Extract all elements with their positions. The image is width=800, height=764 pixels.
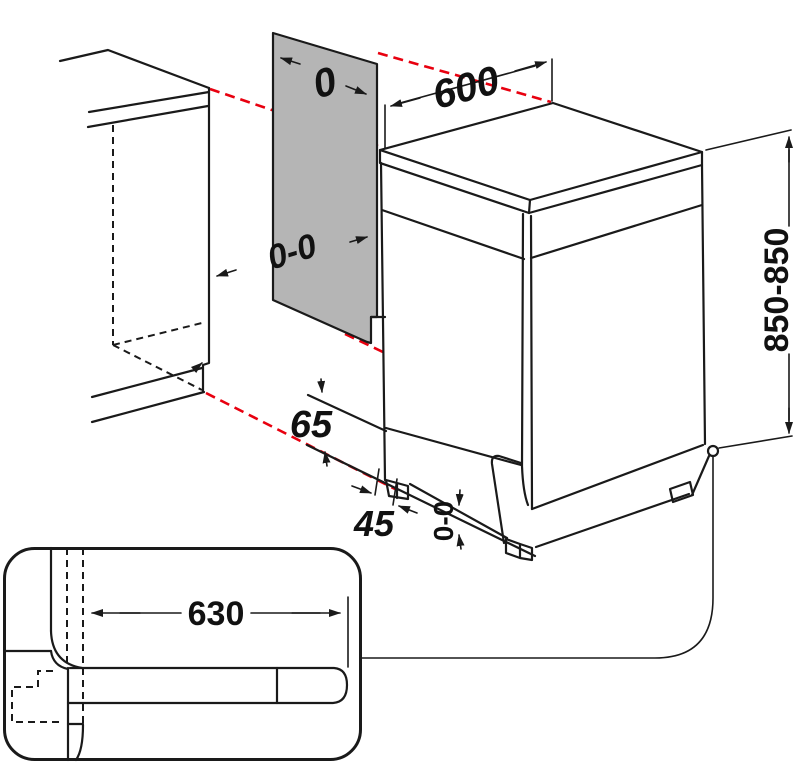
dim-label-width: 600 xyxy=(428,58,504,118)
drain-hose-path xyxy=(361,455,714,659)
plinth-top-line xyxy=(306,393,388,433)
alignment-line-plinth xyxy=(344,332,384,354)
dim-label-feet: 0-0 xyxy=(428,501,459,541)
dim-label-height: 850-850 xyxy=(758,228,796,353)
dishwasher-slab-corner xyxy=(527,198,532,215)
inset-hidden-step-outline xyxy=(11,670,64,723)
drain-hose xyxy=(361,455,714,659)
cabinet-niche xyxy=(58,48,237,424)
plinth-arrow-bottom-icon xyxy=(322,451,331,467)
gap-top-arrow-left-icon xyxy=(280,57,301,66)
toekick-arrow-right-icon xyxy=(398,505,418,514)
inset-hose-bend-outer xyxy=(49,629,84,670)
alignment-line-top-right xyxy=(377,51,552,104)
width-dim-line xyxy=(399,65,536,104)
hose-outlet-point-icon xyxy=(706,444,720,458)
inset-hose-channel xyxy=(66,666,349,705)
height-ext-top xyxy=(705,129,792,151)
dimension-feet: 0-0 xyxy=(428,489,465,550)
counter-plinth-line xyxy=(90,366,204,399)
side-panel-face xyxy=(271,31,379,345)
toekick-arrow-left-icon xyxy=(351,485,372,494)
plan-inset: 630 xyxy=(2,546,362,762)
niche-leader-arrow-icon xyxy=(216,268,237,277)
front-feet xyxy=(504,537,534,562)
front-corner-edge xyxy=(529,214,534,511)
counter-top-edges xyxy=(58,48,211,90)
door-bottom-edge xyxy=(384,426,523,467)
niche-hidden-edge-floor xyxy=(112,344,203,391)
dim-label-plinth: 65 xyxy=(290,404,333,446)
dim-label-toekick: 45 xyxy=(353,503,395,544)
side-panel: 0 0-0 xyxy=(263,31,387,345)
door-right-edge xyxy=(520,212,530,507)
inset-hose-down-right xyxy=(74,723,85,762)
dimension-toekick: 45 xyxy=(351,468,418,544)
niche-corner-arrow-icon xyxy=(190,362,203,374)
inset-hose-bend-inner xyxy=(49,649,70,671)
gap-top-arrow-right-icon xyxy=(345,85,367,95)
toekick-tick-right xyxy=(392,478,398,506)
plinth-arrow-top-icon xyxy=(317,378,326,393)
height-ext-bottom xyxy=(718,435,793,449)
counter-side-edge xyxy=(201,86,211,394)
dishwasher-right-edge xyxy=(700,163,707,446)
control-band-front xyxy=(380,208,526,261)
feet-arrow-top-icon xyxy=(455,489,464,506)
dimension-height: 850-850 xyxy=(705,129,796,449)
dishwasher xyxy=(378,101,720,562)
feet-arrow-bottom-icon xyxy=(456,534,465,550)
toekick-tick-left xyxy=(374,468,380,496)
dimension-plinth: 65 xyxy=(290,378,537,558)
base-strip-edge xyxy=(534,492,691,549)
gap-side-arrow-icon xyxy=(349,236,368,244)
counter-floor-line xyxy=(90,390,206,424)
dishwasher-left-edge xyxy=(379,161,387,482)
counter-front-edge-1 xyxy=(87,90,211,114)
kick-plate xyxy=(490,454,523,545)
base-bottom-edge xyxy=(408,482,509,540)
left-foot xyxy=(384,478,410,501)
control-band-side xyxy=(529,203,704,260)
floor-line xyxy=(305,443,537,558)
base-corner-line xyxy=(690,454,711,497)
inset-border xyxy=(3,547,362,761)
dishwasher-top-face xyxy=(378,101,704,202)
niche-hidden-edge-back xyxy=(112,321,207,346)
side-bottom-edge xyxy=(530,443,705,511)
dim-label-hose: 630 xyxy=(188,595,245,633)
counter-front-edge-2 xyxy=(86,104,210,129)
